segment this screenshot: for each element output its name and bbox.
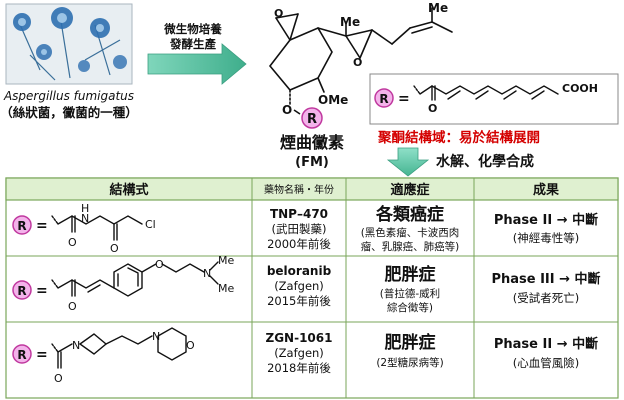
header-drug-name: 藥物名稱・年份 (264, 183, 334, 196)
row3-r-label: R (17, 348, 26, 362)
row3-structure-bonds (51, 327, 187, 369)
row1-result: Phase II → 中斷 (494, 212, 598, 228)
row3-atom-o1: O (54, 372, 63, 385)
terminal-methyl-label: Me (428, 1, 448, 15)
hydrolysis-text: 水解、化學合成 (436, 153, 534, 170)
process-arrow (147, 43, 247, 85)
row1-indication-sub1: (黑色素瘤、卡波西肉 (361, 226, 460, 239)
hydrolysis-arrow (386, 147, 430, 177)
row2-atom-me2: Me (218, 282, 234, 295)
epoxide-oxygen-label: O (274, 7, 283, 20)
row2-drug-name: beloranib (267, 264, 332, 278)
side-chain-r-label: R (379, 92, 388, 106)
compound-name: 煙曲黴素 (280, 133, 344, 152)
row1-drug-company: (武田製藥) (272, 222, 327, 236)
row1-r-label: R (17, 219, 26, 233)
row2-atom-me1: Me (218, 254, 234, 267)
row1-drug-name: TNP–470 (270, 207, 328, 221)
row2-equals: = (36, 283, 48, 299)
row3-result: Phase II → 中斷 (494, 336, 598, 352)
fumagillin-structure (268, 7, 453, 105)
row1-indication-sub2: 瘤、乳腺癌、肺癌等) (361, 240, 460, 253)
svg-text:R: R (307, 112, 317, 127)
row2-atom-o1: O (68, 300, 77, 313)
row1-indication: 各類癌症 (375, 204, 444, 225)
row1-atom-o1: O (68, 236, 77, 249)
compound-abbr: (FM) (295, 155, 329, 170)
table-row: R = O O N Me Me beloranib (Zafgen) 2015年… (12, 254, 601, 314)
ester-oxygen-label: O (282, 103, 292, 117)
table-header-row (5, 177, 619, 201)
table-row: R = O N N O ZGN-1061 (Zafgen) 2018年前後 肥胖… (12, 327, 598, 385)
row2-r-label: R (17, 284, 26, 298)
row2-indication: 肥胖症 (385, 264, 436, 285)
header-structure: 結構式 (109, 182, 148, 198)
row3-result-sub: (心血管風險) (513, 356, 579, 370)
row3-atom-o2: O (186, 339, 195, 352)
row1-equals: = (36, 218, 48, 234)
warning-text: 聚酮結構域：易於結構展開 (377, 129, 540, 146)
row1-result-sub: (神經毒性等) (513, 231, 579, 245)
row3-indication: 肥胖症 (385, 332, 436, 353)
side-chain-equals: = (398, 91, 410, 107)
row2-atom-n: N (203, 267, 211, 280)
row2-result: Phase III → 中斷 (491, 271, 600, 287)
table-row: R = O N H O Cl TNP–470 (武田製藥) 2000年前後 各類… (12, 202, 598, 255)
row2-indication-sub2: 綜合徵等) (387, 301, 433, 314)
side-epoxide-oxygen-label: O (353, 56, 362, 69)
row2-atom-o2: O (155, 258, 164, 271)
row1-drug-year: 2000年前後 (267, 237, 331, 251)
row1-atom-n: N (81, 212, 89, 225)
methyl-label: Me (340, 15, 360, 29)
process-line2: 發酵生產 (169, 37, 216, 51)
row2-drug-company: (Zafgen) (274, 279, 324, 293)
row2-structure-bonds (51, 261, 219, 297)
header-result: 成果 (533, 182, 559, 198)
side-chain-box: R = O COOH (369, 73, 619, 125)
row1-atom-o2: O (110, 242, 119, 255)
drug-table (5, 177, 619, 399)
organism-description: （絲狀菌，黴菌的一種） (0, 105, 138, 120)
row3-equals: = (36, 347, 48, 363)
cooh-label: COOH (562, 82, 598, 95)
row3-drug-company: (Zafgen) (274, 346, 324, 360)
aspergillus-micrograph (5, 3, 133, 85)
side-chain-oxygen: O (428, 102, 437, 115)
row3-indication-sub1: (2型糖尿病等) (376, 356, 443, 369)
organism-name: Aspergillus fumigatus (3, 89, 134, 103)
row3-drug-year: 2018年前後 (267, 361, 331, 375)
row1-atom-cl: Cl (145, 218, 156, 231)
methoxy-label: OMe (318, 93, 348, 107)
row1-atom-h: H (81, 202, 89, 215)
row3-drug-name: ZGN-1061 (266, 331, 333, 345)
header-indication: 適應症 (390, 182, 429, 198)
r-group-circle: R (301, 107, 323, 129)
row3-atom-n2: N (152, 330, 160, 343)
row2-drug-year: 2015年前後 (267, 294, 331, 308)
row3-atom-n1: N (72, 339, 80, 352)
process-line1: 微生物培養 (163, 22, 222, 36)
row1-structure-bonds (51, 215, 143, 241)
row2-result-sub: (受試者死亡) (513, 291, 579, 305)
row2-indication-sub1: (普拉德-威利 (380, 287, 440, 300)
